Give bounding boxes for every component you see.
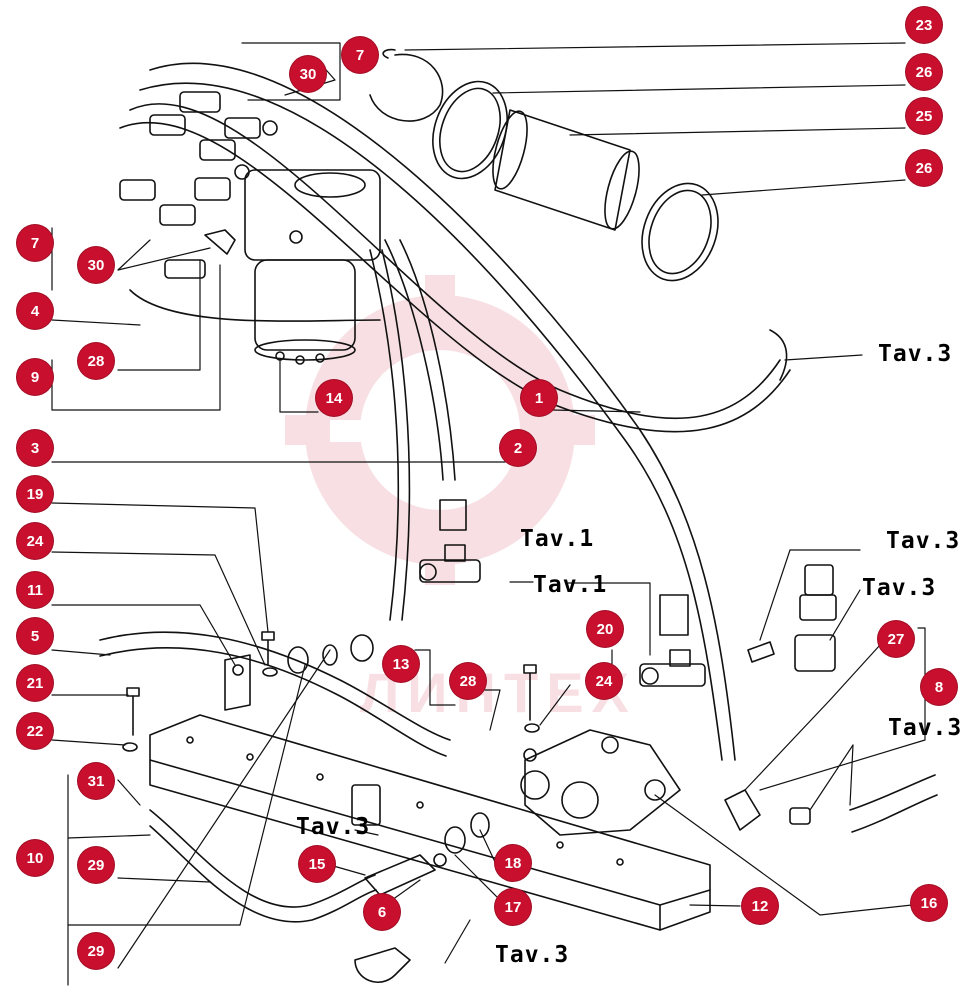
- callout-27: 27: [878, 621, 914, 657]
- callout-14: 14: [316, 380, 352, 416]
- clamp-ring-top: [432, 80, 508, 180]
- callout-2: 2: [500, 430, 536, 466]
- tee-fitting-2: [639, 594, 706, 687]
- reference-tav3: Tav.3: [495, 942, 570, 968]
- washers-upper: [287, 634, 374, 674]
- tee-fitting-1: [419, 544, 481, 583]
- bolt-20: [523, 664, 537, 721]
- callout-26: 26: [906, 150, 942, 186]
- elbow-bottom: [354, 947, 411, 984]
- fitting-tav3-mid: [351, 784, 381, 826]
- reference-tav1: Tav.1: [520, 526, 595, 552]
- distributor-block: [520, 729, 681, 836]
- fittings-cluster: [119, 91, 278, 279]
- callout-25: 25: [906, 98, 942, 134]
- filter-cartridge: [492, 109, 640, 231]
- reference-tav1: Tav.1: [533, 572, 608, 598]
- callout-7: 7: [342, 37, 378, 73]
- reference-tav3: Tav.3: [886, 528, 961, 554]
- callout-13: 13: [383, 646, 419, 682]
- callout-3: 3: [17, 430, 53, 466]
- callout-21: 21: [17, 665, 53, 701]
- callout-28: 28: [450, 663, 486, 699]
- washer-22: [122, 742, 138, 752]
- callout-20: 20: [587, 611, 623, 647]
- hose-3: [119, 103, 791, 433]
- reference-tav3: Tav.3: [888, 715, 963, 741]
- elbow-8: [724, 789, 811, 831]
- clamp-ring-bottom: [641, 182, 719, 282]
- callout-23: 23: [906, 7, 942, 43]
- callout-9: 9: [17, 359, 53, 395]
- pressure-switch-15: [364, 853, 447, 896]
- callout-15: 15: [299, 846, 335, 882]
- hose-1: [139, 62, 736, 761]
- callout-10: 10: [17, 840, 53, 876]
- gear-logo-icon: [285, 275, 595, 585]
- adapter-right: [747, 564, 837, 672]
- washers-17-18: [444, 812, 490, 854]
- callout-24: 24: [17, 523, 53, 559]
- base-rail: [149, 714, 711, 931]
- hose-13: [99, 249, 451, 757]
- washer-24a: [262, 667, 278, 677]
- callout-18: 18: [495, 845, 531, 881]
- callout-8: 8: [921, 669, 957, 705]
- reference-tav3: Tav.3: [878, 341, 953, 367]
- reference-tav3: Tav.3: [296, 814, 371, 840]
- reference-tav3: Tav.3: [862, 575, 937, 601]
- callout-5: 5: [17, 618, 53, 654]
- callout-29: 29: [78, 933, 114, 969]
- callout-4: 4: [17, 293, 53, 329]
- callout-30: 30: [290, 56, 326, 92]
- leader-lines: [51, 42, 926, 986]
- callout-22: 22: [17, 713, 53, 749]
- callout-26: 26: [906, 54, 942, 90]
- hose-8: [769, 329, 938, 833]
- callout-7: 7: [17, 225, 53, 261]
- callout-28: 28: [78, 343, 114, 379]
- solenoid-valve: [244, 169, 381, 365]
- callout-24: 24: [586, 663, 622, 699]
- callout-11: 11: [17, 572, 53, 608]
- bolt-21: [126, 687, 140, 736]
- snap-ring: [369, 48, 444, 122]
- callout-19: 19: [17, 476, 53, 512]
- callout-6: 6: [364, 894, 400, 930]
- callout-16: 16: [911, 885, 947, 921]
- hose-2: [384, 239, 467, 531]
- callout-17: 17: [495, 889, 531, 925]
- callout-31: 31: [78, 763, 114, 799]
- washer-24b: [524, 723, 540, 733]
- callout-1: 1: [521, 380, 557, 416]
- hose-29: [149, 809, 377, 923]
- callout-12: 12: [742, 888, 778, 924]
- bracket-11: [224, 654, 251, 711]
- callout-29: 29: [78, 847, 114, 883]
- callout-30: 30: [78, 247, 114, 283]
